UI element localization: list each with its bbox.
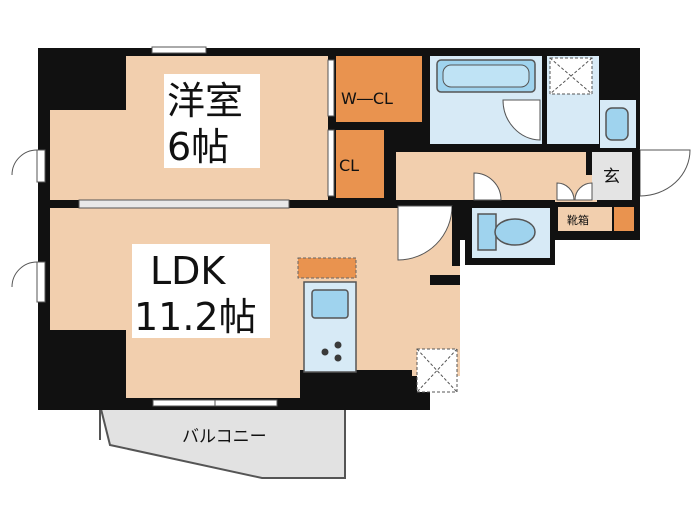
fridge-space-icon [416,348,458,393]
walk-in-closet [336,56,422,122]
walk-in-closet-label: W―CL [341,89,393,108]
kitchen-sink-icon [311,289,349,319]
entrance-label: 玄 [603,167,620,187]
bedroom-size: 6帖 [167,125,229,169]
balcony-label: バルコニー [182,427,267,447]
stove-icon [321,341,342,362]
toilet-icon [494,218,536,246]
ldk-size: 11.2帖 [134,295,257,339]
entrance [592,152,632,200]
bedroom-name: 洋室 [167,79,243,123]
shoe-box [558,207,612,231]
closet [336,130,384,198]
washbasin-icon [605,107,629,141]
ldk-name: LDK [150,249,226,293]
closet-label: CL [339,156,359,175]
shoe-box-label: 靴箱 [567,213,589,227]
